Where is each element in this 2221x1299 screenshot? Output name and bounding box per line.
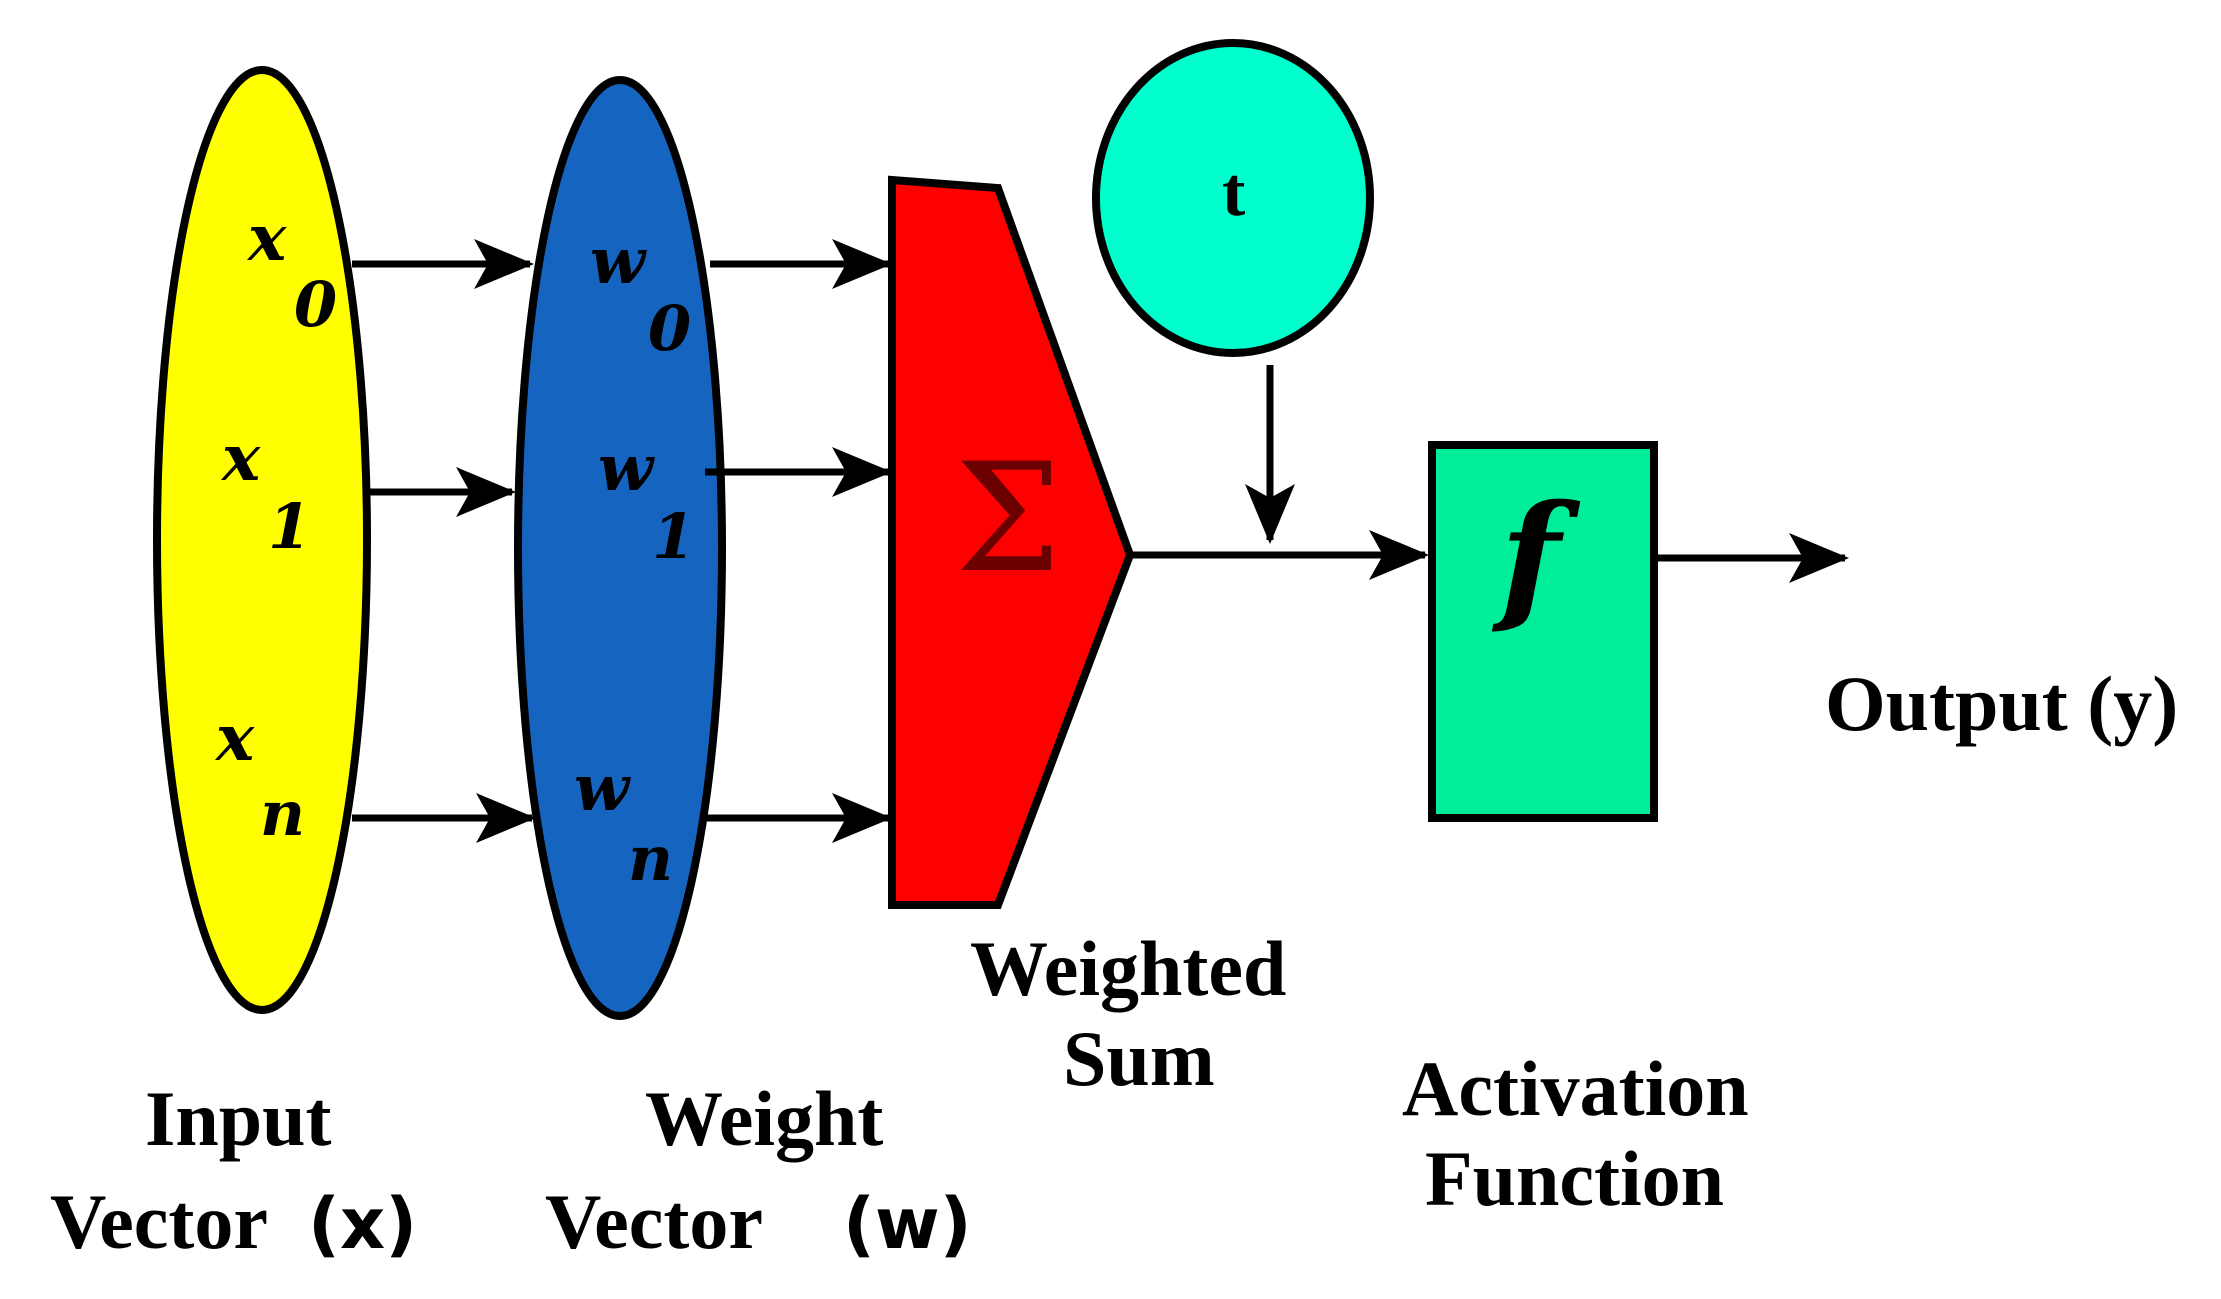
weight-vector-ellipse <box>514 76 726 1020</box>
activation-caption-2: Function <box>1425 1135 1724 1222</box>
weight-w0-sub: 0 <box>648 292 691 365</box>
weight-caption-2: Vector <box>545 1178 763 1265</box>
threshold-circle <box>1092 39 1374 357</box>
input-x1-var: x <box>220 421 261 496</box>
weight-w1-var: w <box>598 431 655 506</box>
activation-box <box>1428 441 1658 822</box>
weighted-sum-caption-2: Sum <box>1063 1015 1215 1102</box>
weight-caption-symbol: (w) <box>843 1183 972 1265</box>
weight-w0-var: w <box>590 224 647 299</box>
threshold-label: t <box>1222 154 1245 231</box>
input-caption-symbol: (x) <box>308 1183 417 1265</box>
output-label: Output (y) <box>1825 660 2178 747</box>
input-x0-sub: 0 <box>294 268 337 341</box>
input-xn-var: x <box>214 701 255 776</box>
input-caption-2: Vector <box>50 1178 268 1265</box>
input-x0-var: x <box>246 201 287 276</box>
input-vector-ellipse <box>153 66 371 1014</box>
weight-wn-sub: n <box>628 822 673 895</box>
input-caption-1: Input <box>145 1075 331 1162</box>
weighted-sum-block <box>888 175 1135 909</box>
weight-w1-sub: 1 <box>652 500 695 573</box>
input-x1-sub: 1 <box>268 490 311 563</box>
weighted-sum-caption-1: Weighted <box>970 925 1286 1012</box>
activation-caption-1: Activation <box>1402 1045 1749 1132</box>
weight-wn-var: w <box>574 751 631 826</box>
input-xn-sub: n <box>260 777 305 850</box>
weight-caption-1: Weight <box>645 1075 883 1162</box>
sigma-symbol: Σ <box>955 432 1061 606</box>
